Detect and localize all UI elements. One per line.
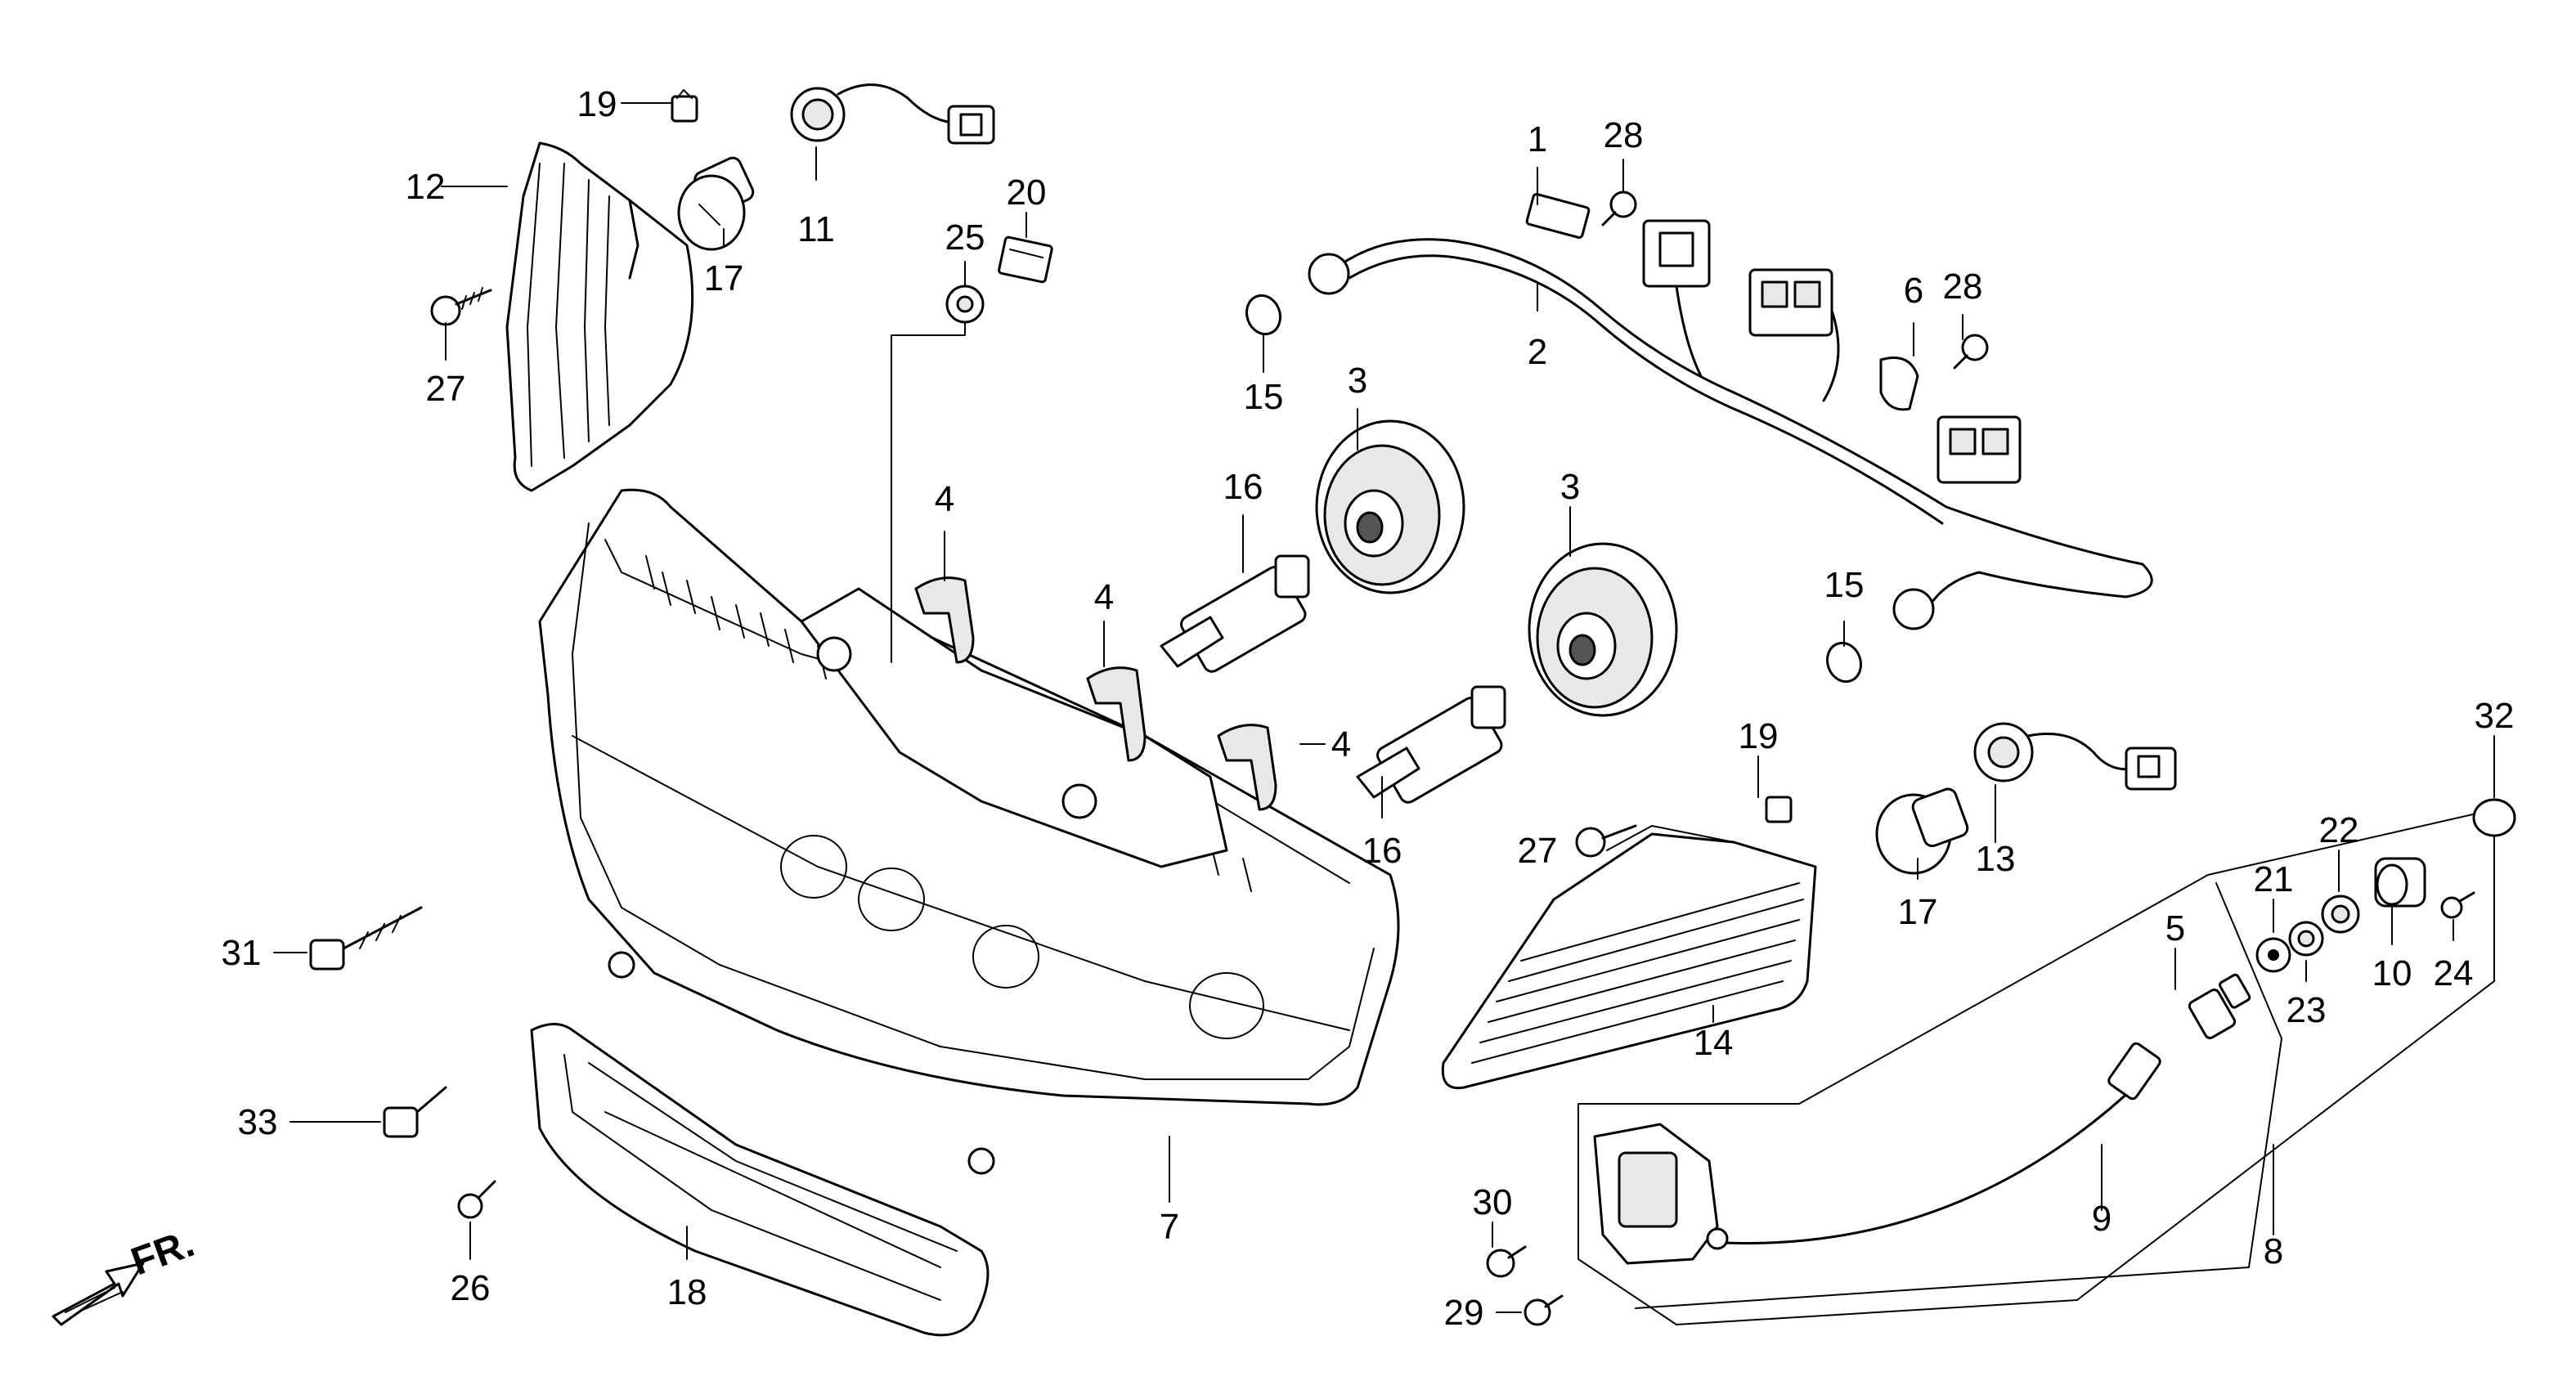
- callout-11: 11: [797, 209, 835, 249]
- callout-23: 23: [2287, 990, 2327, 1030]
- callout-4: 4: [935, 479, 954, 519]
- callout-9: 9: [2092, 1199, 2112, 1239]
- callout-10: 10: [2372, 953, 2412, 993]
- callout-12: 12: [406, 167, 446, 207]
- front-arrow-icon: [52, 1262, 145, 1326]
- callout-2: 2: [1528, 332, 1547, 372]
- callout-18: 18: [667, 1272, 707, 1312]
- part-1-label: [1525, 192, 1591, 240]
- part-3-dust-cover-upper: [1315, 419, 1465, 594]
- part-31-bolt: [309, 906, 423, 971]
- part-11-socket-harness: [790, 83, 995, 145]
- callout-24: 24: [2434, 953, 2474, 993]
- part-27-screw-upper: [430, 287, 492, 326]
- part-33-bolt: [383, 1086, 447, 1138]
- part-9-adjuster-cable: [1706, 1042, 2161, 1250]
- callout-7: 7: [1160, 1207, 1179, 1247]
- part-13-socket-harness: [1973, 722, 2177, 791]
- callout-16: 16: [1362, 831, 1402, 871]
- part-22-nut: [2321, 895, 2360, 934]
- part-23-washer: [2288, 921, 2324, 957]
- part-28-screw-lower: [1953, 334, 1989, 370]
- callout-21: 21: [2254, 859, 2294, 899]
- callout-31: 31: [222, 933, 262, 973]
- callout-3: 3: [1348, 361, 1367, 401]
- part-5-adjuster-knob: [2188, 973, 2251, 1039]
- part-4-tube-c: [1217, 724, 1277, 811]
- part-24-screw: [2440, 891, 2475, 919]
- part-7-headlight-assembly: [538, 488, 1400, 1175]
- part-15-bulb-upper: [1245, 294, 1282, 336]
- callout-4: 4: [1331, 724, 1351, 764]
- part-18-garnish: [530, 1023, 990, 1337]
- part-2-wire-harness: [1308, 219, 2153, 630]
- callout-27: 27: [426, 369, 466, 409]
- part-3-dust-cover-lower: [1528, 542, 1678, 717]
- part-20-clamp: [998, 235, 1053, 284]
- front-marker-label: FR.: [126, 1222, 200, 1284]
- part-30-screw: [1486, 1245, 1527, 1278]
- callout-5: 5: [2165, 908, 2185, 948]
- part-4-tube-a: [914, 576, 975, 664]
- callout-8: 8: [2264, 1231, 2283, 1271]
- part-27-screw-lower: [1575, 824, 1637, 858]
- callout-17: 17: [1898, 892, 1938, 932]
- callout-15: 15: [1824, 565, 1865, 605]
- part-21-washer: [2255, 937, 2291, 973]
- part-4-tube-b: [1086, 666, 1147, 762]
- callout-1: 1: [1528, 119, 1547, 159]
- part-17-bulb-upper: [677, 156, 755, 251]
- callout-14: 14: [1694, 1023, 1734, 1063]
- part-32-oring: [2472, 798, 2516, 837]
- part-8-adjuster-unit: [1577, 809, 2495, 1325]
- callout-28: 28: [1943, 267, 1983, 307]
- callout-26: 26: [451, 1268, 491, 1308]
- part-28-screw-upper: [1601, 191, 1637, 226]
- callout-4: 4: [1094, 577, 1114, 617]
- callout-labels: 1 2 3 3 4 4 4 5 6 7 8 9 10 11 12 13 14 1…: [222, 84, 2515, 1333]
- part-17-bulb-lower: [1875, 787, 1969, 875]
- part-16-headlight-bulb-lower: [1356, 685, 1506, 804]
- callout-27: 27: [1518, 831, 1558, 871]
- part-15-bulb-lower: [1825, 641, 1863, 684]
- callout-33: 33: [238, 1102, 278, 1142]
- leader-lines: [273, 102, 2495, 1313]
- callout-16: 16: [1223, 467, 1263, 507]
- callout-15: 15: [1244, 377, 1284, 417]
- part-14-right-turn-signal: [1441, 832, 1817, 1090]
- callout-29: 29: [1444, 1293, 1484, 1333]
- part-19-clip-lower: [1765, 796, 1793, 823]
- callout-32: 32: [2475, 696, 2515, 736]
- part-12-left-turn-signal: [505, 141, 694, 492]
- callout-17: 17: [704, 258, 744, 298]
- part-25-grommet: [945, 285, 985, 324]
- callout-3: 3: [1560, 467, 1580, 507]
- callout-30: 30: [1473, 1182, 1513, 1222]
- part-26-screw: [457, 1180, 496, 1219]
- part-10-cap: [2374, 857, 2426, 908]
- callout-6: 6: [1904, 271, 1923, 311]
- part-6-clamp: [1879, 356, 1919, 411]
- part-16-headlight-bulb-upper: [1160, 554, 1310, 673]
- part-29-screw: [1524, 1294, 1564, 1326]
- part-19-clip-upper: [671, 89, 698, 123]
- callout-20: 20: [1007, 173, 1047, 213]
- callout-25: 25: [945, 217, 985, 258]
- callout-19: 19: [1739, 716, 1779, 756]
- callout-22: 22: [2319, 810, 2359, 850]
- callout-28: 28: [1604, 115, 1644, 155]
- callout-13: 13: [1976, 839, 2016, 879]
- callout-19: 19: [577, 84, 617, 124]
